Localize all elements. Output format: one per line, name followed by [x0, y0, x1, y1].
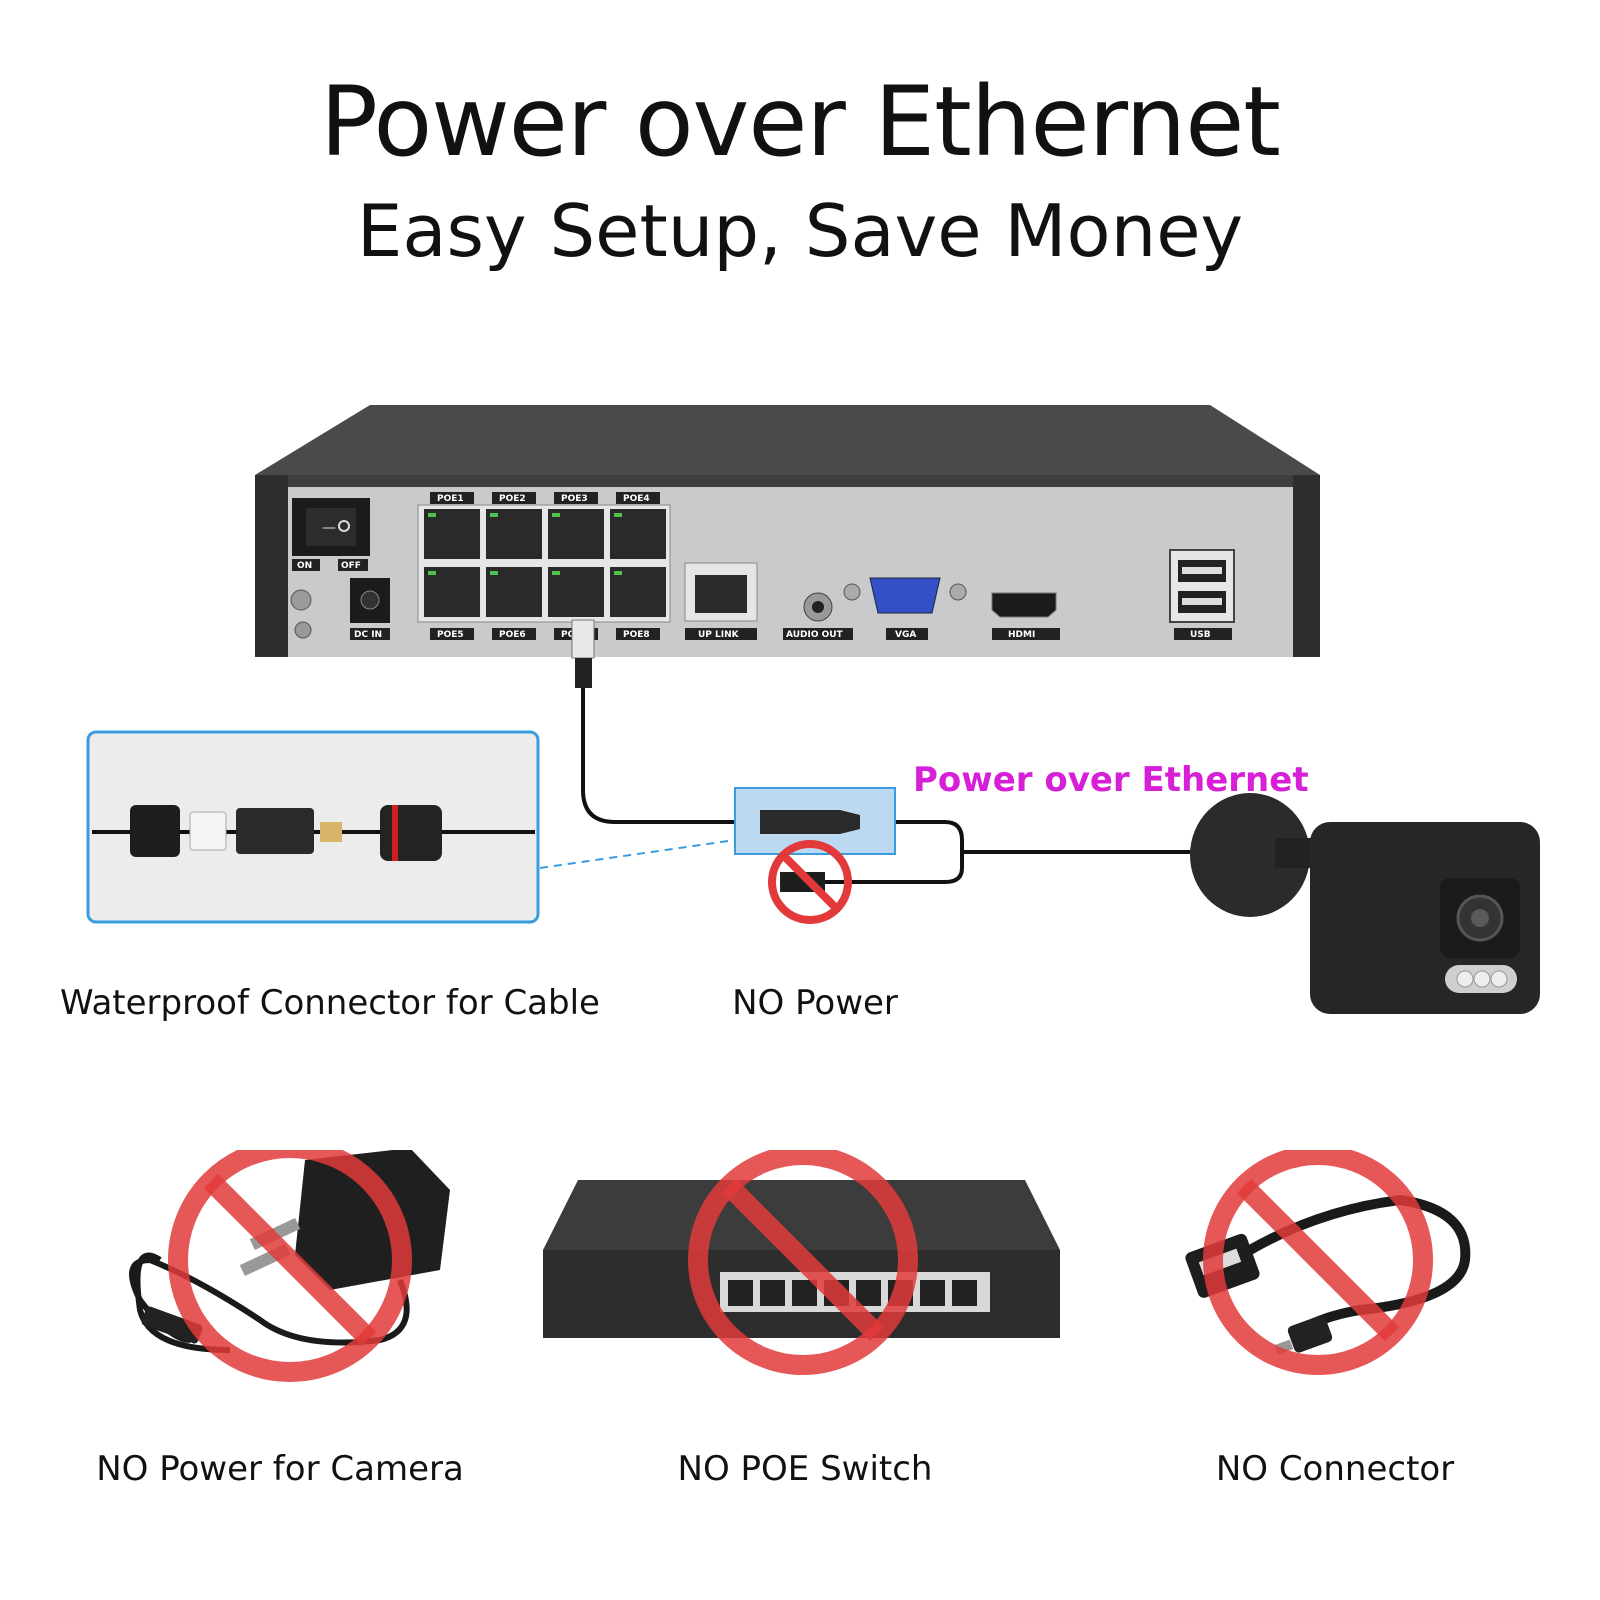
- svg-text:—: —: [322, 520, 336, 536]
- poe-port: [610, 567, 666, 617]
- nvr-top-cover: [255, 405, 1320, 475]
- poe-label-bg: [430, 628, 474, 640]
- prohibit-icon-connector: [1203, 1150, 1433, 1375]
- poe-port-led: [490, 513, 498, 517]
- poe-port: [424, 567, 480, 617]
- poe-label-bg: [492, 628, 536, 640]
- vga-port: [869, 577, 941, 614]
- poe-port: [548, 567, 604, 617]
- poe-label-bg: [430, 492, 474, 504]
- poe-label-bg: [554, 492, 598, 504]
- prohibited-items: [129, 1150, 1471, 1382]
- poe-port: [486, 567, 542, 617]
- hdmi-port: [991, 592, 1057, 618]
- no-connector-label: NO Connector: [1215, 1449, 1455, 1489]
- nvr-recorder: — ON OFF DC IN POE1 POE2 POE3 POE4 POE5 POE6…: [255, 405, 1320, 657]
- dc-in-label: DC IN: [354, 630, 382, 640]
- ethernet-cable: [581, 688, 964, 884]
- poe-port-label: POE8: [623, 630, 650, 640]
- poe-ports: [424, 509, 666, 617]
- poe-port-led: [552, 513, 560, 517]
- audio-out-label: AUDIO OUT: [786, 630, 844, 640]
- waterproof-nut: [130, 805, 180, 857]
- prohibit-icon-switch: [688, 1150, 918, 1375]
- no-power-camera-label: NO Power for Camera: [96, 1449, 464, 1489]
- hdmi-label: HDMI: [1008, 630, 1035, 640]
- poe-port-label: POE6: [499, 630, 526, 640]
- waterproof-connector-label: Waterproof Connector for Cable: [60, 983, 600, 1023]
- poe-label-bg: [616, 492, 660, 504]
- usb-label: USB: [1190, 630, 1211, 640]
- on-label: ON: [297, 561, 312, 571]
- poe-port-led: [614, 571, 622, 575]
- no-poe-switch-label: NO POE Switch: [677, 1449, 933, 1489]
- waterproof-socket: [380, 805, 442, 861]
- bullet-camera-icon: [1190, 793, 1540, 1014]
- poe-port-label: POE4: [623, 494, 650, 504]
- poe-port-label: POE5: [437, 630, 464, 640]
- network-switch-icon: [543, 1180, 1060, 1338]
- uplink-label: UP LINK: [698, 630, 740, 640]
- poe-port-led: [428, 571, 436, 575]
- page-subtitle: Easy Setup, Save Money: [356, 189, 1244, 273]
- poe-port-label: POE1: [437, 494, 464, 504]
- off-label: OFF: [341, 561, 361, 571]
- rj45-plug: [571, 619, 595, 659]
- poe-port-led: [552, 571, 560, 575]
- page-title: Power over Ethernet: [320, 66, 1281, 178]
- poe-port: [548, 509, 604, 559]
- poe-port-led: [490, 571, 498, 575]
- poe-port: [610, 509, 666, 559]
- poe-label-bg: [616, 628, 660, 640]
- poe-port-label: POE3: [561, 494, 588, 504]
- no-power-label: NO Power: [732, 983, 898, 1023]
- poe-port: [486, 509, 542, 559]
- vga-label: VGA: [895, 630, 916, 640]
- prohibit-icon-adapter: [168, 1150, 412, 1382]
- poe-port-led: [614, 513, 622, 517]
- connection-diagram: [86, 619, 1540, 1014]
- poe-label-bg: [492, 492, 536, 504]
- poe-port: [424, 509, 480, 559]
- no-power-prohibit-icon: [768, 840, 852, 924]
- poe-port-label: POE2: [499, 494, 526, 504]
- poe-callout-label: Power over Ethernet: [913, 760, 1309, 800]
- poe-port-led: [428, 513, 436, 517]
